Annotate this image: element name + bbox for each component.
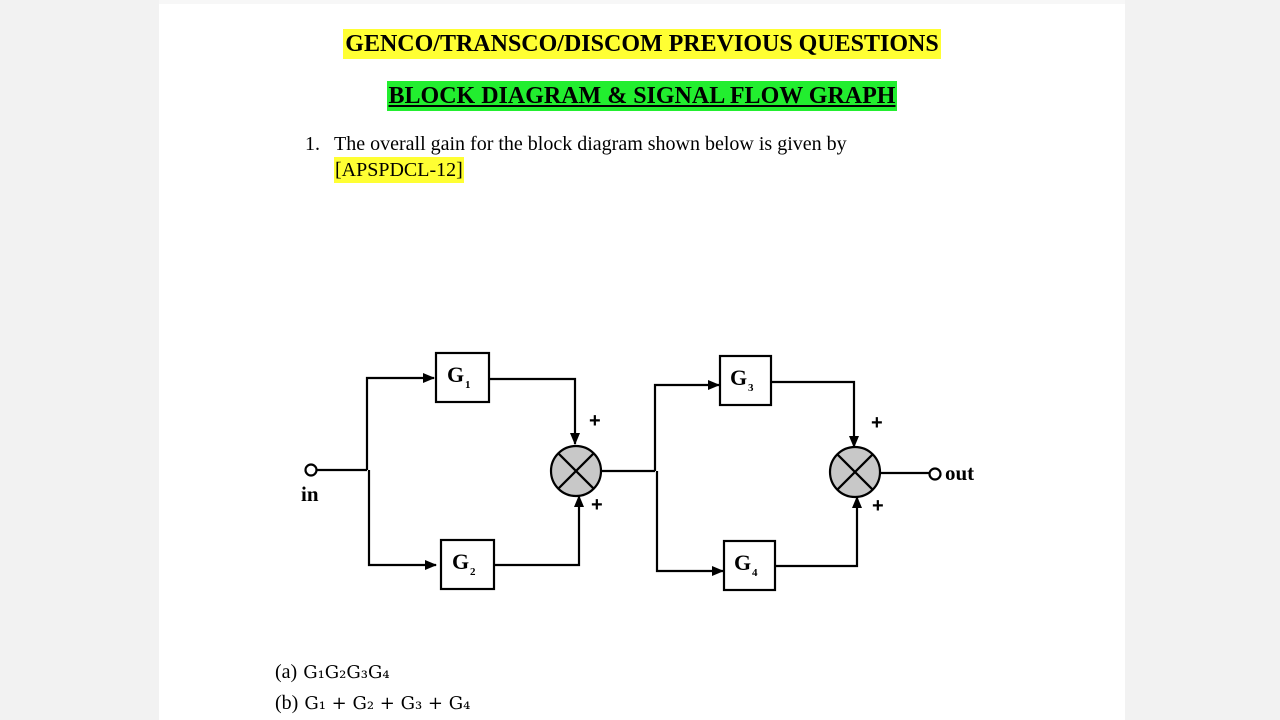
- summing-junction-2-cross: [836, 453, 874, 491]
- summer2-bottom-sign: +: [872, 495, 884, 517]
- input-node: [304, 463, 318, 477]
- block-g1-label: G: [447, 362, 464, 387]
- section-subtitle: BLOCK DIAGRAM & SIGNAL FLOW GRAPH: [159, 81, 1125, 111]
- g4-to-summer2-wire: [775, 496, 862, 568]
- document-page: GENCO/TRANSCO/DISCOM PREVIOUS QUESTIONS …: [159, 0, 1125, 720]
- branch-3-wire: [653, 380, 720, 471]
- branch-2-wire: [367, 470, 437, 570]
- answer-options: (a)G₁G₂G₃G₄ (b)G₁ + G₂ + G₃ + G₄: [275, 657, 470, 719]
- page-title: GENCO/TRANSCO/DISCOM PREVIOUS QUESTIONS: [159, 29, 1125, 59]
- g3-to-summer2-wire: [771, 380, 859, 448]
- option-a[interactable]: (a)G₁G₂G₃G₄: [275, 657, 470, 688]
- block-g4-subscript: 4: [752, 567, 758, 579]
- question-number: 1.: [305, 133, 320, 155]
- block-g4-label: G: [734, 550, 751, 575]
- branch-1-wire: [365, 373, 435, 470]
- summer2-top-sign: +: [871, 412, 883, 434]
- summer1-top-sign: +: [589, 410, 601, 432]
- g1-to-summer1-wire: [489, 377, 580, 445]
- branch-4-wire: [655, 471, 724, 576]
- block-g4: [722, 539, 777, 592]
- block-g2-label: G: [452, 549, 469, 574]
- summer1-bottom-sign: +: [591, 494, 603, 516]
- block-diagram: G 1 G 2 G 3 G 4 + + + + in out: [301, 351, 974, 592]
- option-a-letter: (a): [275, 661, 298, 683]
- block-g2-subscript: 2: [470, 566, 476, 578]
- block-g1-subscript: 1: [465, 379, 471, 391]
- output-label: out: [945, 461, 974, 485]
- block-g3-label: G: [730, 365, 747, 390]
- input-label: in: [301, 482, 319, 506]
- option-b[interactable]: (b)G₁ + G₂ + G₃ + G₄: [275, 688, 470, 719]
- block-g3: [718, 354, 773, 407]
- block-g3-subscript: 3: [748, 382, 754, 394]
- question-text: The overall gain for the block diagram s…: [334, 133, 847, 155]
- page-top-edge: [159, 0, 1125, 4]
- option-b-letter: (b): [275, 692, 299, 714]
- block-g1: [434, 351, 491, 404]
- page-title-text: GENCO/TRANSCO/DISCOM PREVIOUS QUESTIONS: [343, 29, 941, 59]
- output-node: [928, 467, 942, 481]
- summing-junction-1-cross: [557, 452, 595, 490]
- block-g2: [439, 538, 496, 591]
- question-source-tag: [APSPDCL-12]: [334, 157, 464, 183]
- option-a-expression: G₁G₂G₃G₄: [303, 662, 390, 683]
- section-subtitle-text: BLOCK DIAGRAM & SIGNAL FLOW GRAPH: [386, 81, 898, 111]
- option-b-expression: G₁ + G₂ + G₃ + G₄: [304, 693, 471, 714]
- g2-to-summer1-wire: [494, 495, 584, 567]
